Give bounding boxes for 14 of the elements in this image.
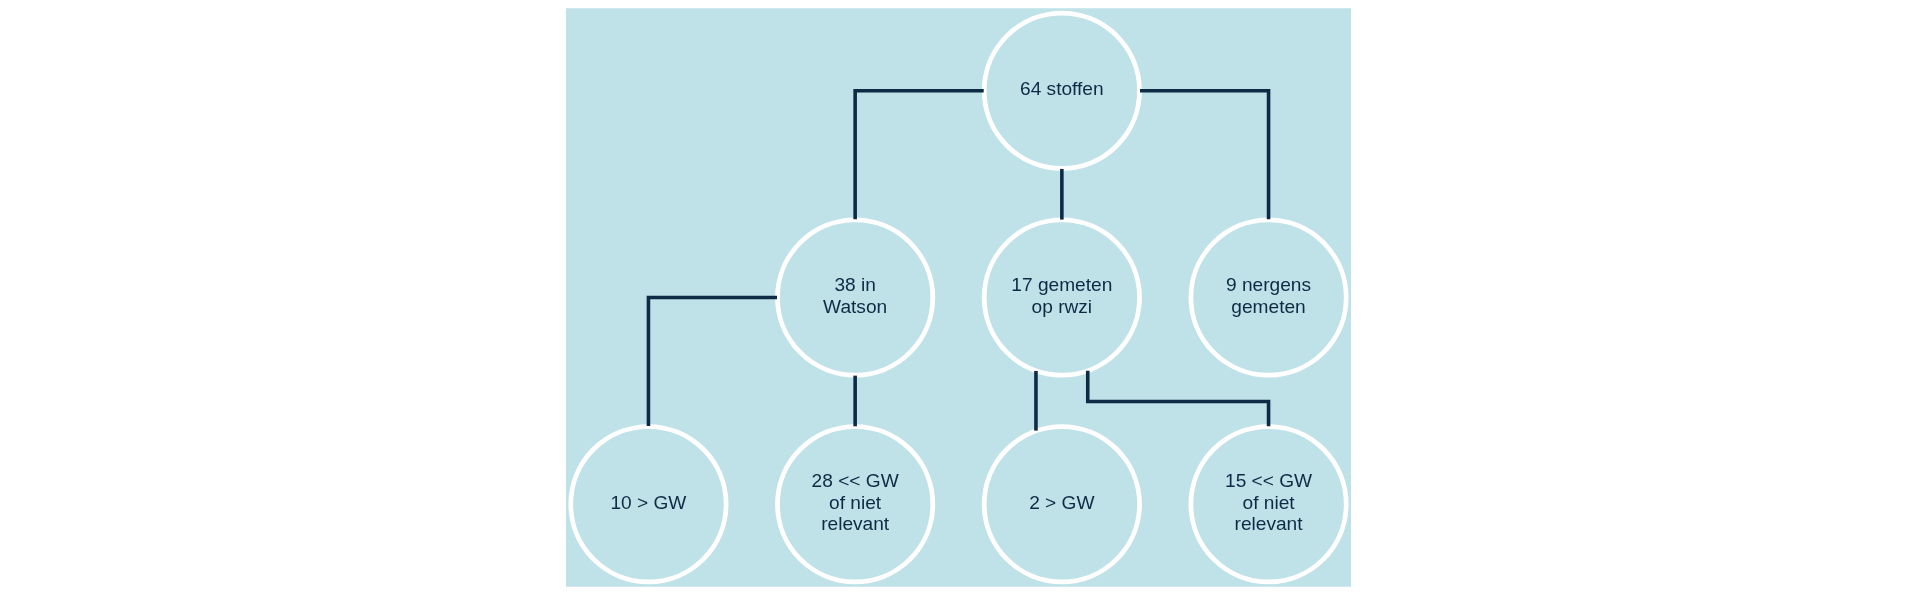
node-circle: 9 nergens gemeten bbox=[1188, 217, 1349, 378]
connector bbox=[853, 89, 984, 220]
node-circle: 38 in Watson bbox=[775, 217, 936, 378]
connector bbox=[1034, 370, 1038, 431]
node-circle: 15 << GW of niet relevant bbox=[1188, 424, 1349, 585]
node-circle: 10 > GW bbox=[568, 424, 729, 585]
connector bbox=[853, 375, 857, 427]
node-circle: 64 stoffen bbox=[981, 10, 1142, 171]
node-circle: 28 << GW of niet relevant bbox=[775, 424, 936, 585]
connector bbox=[1140, 89, 1271, 220]
connector bbox=[1060, 168, 1064, 220]
node-circle: 17 gemeten op rwzi bbox=[981, 217, 1142, 378]
node-circle: 2 > GW bbox=[981, 424, 1142, 585]
connector bbox=[646, 295, 777, 427]
